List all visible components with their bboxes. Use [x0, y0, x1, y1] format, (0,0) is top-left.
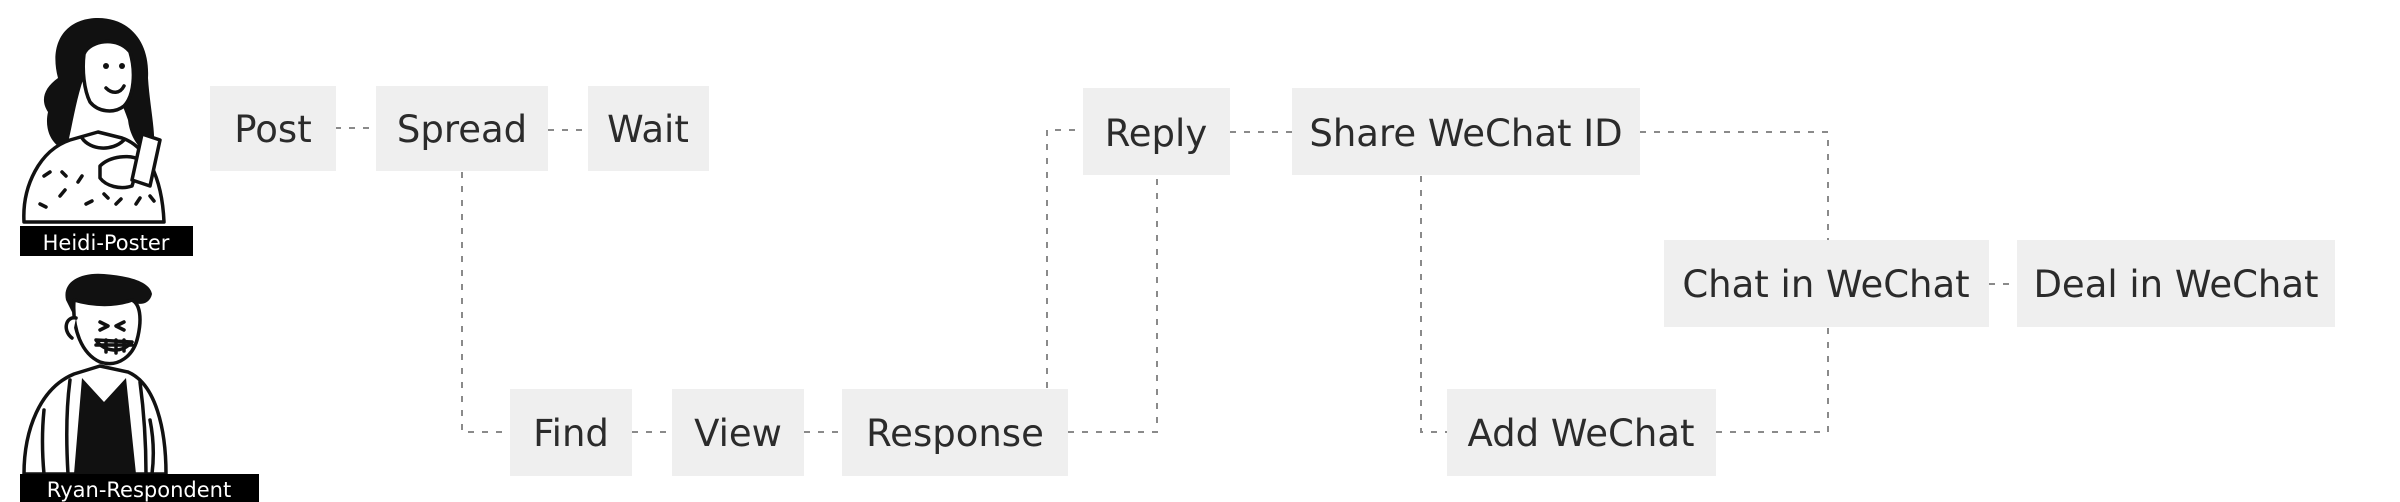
step-share-wechat-id: Share WeChat ID [1292, 88, 1640, 175]
step-find: Find [510, 389, 632, 476]
step-wait: Wait [588, 86, 709, 171]
step-add-wechat: Add WeChat [1447, 389, 1716, 476]
step-reply-label: Reply [1105, 112, 1207, 155]
step-find-label: Find [533, 412, 609, 455]
step-post-label: Post [234, 108, 311, 151]
connector-share-wechat-id-chat [1640, 131, 1829, 240]
connector-spread-find [461, 172, 510, 433]
step-view: View [672, 389, 804, 476]
step-add-wechat-label: Add WeChat [1467, 412, 1694, 455]
step-post: Post [210, 86, 336, 171]
respondent-avatar [22, 273, 168, 476]
connector-response-reply-upper [1046, 129, 1083, 388]
connector-add-wechat-chat [1716, 327, 1829, 433]
connector-share-wechat-id-add-wechat [1420, 176, 1447, 433]
step-chat-in-wechat: Chat in WeChat [1664, 240, 1989, 327]
poster-avatar [22, 18, 166, 224]
connector-response-reply [1068, 175, 1158, 433]
step-response-label: Response [866, 412, 1044, 455]
step-reply: Reply [1083, 88, 1230, 175]
respondent-name-badge: Ryan-Respondent [20, 474, 259, 502]
respondent-name: Ryan-Respondent [47, 478, 231, 502]
step-response: Response [842, 389, 1068, 476]
step-share-wechat-id-label: Share WeChat ID [1309, 112, 1622, 155]
connector-lines [335, 127, 2017, 433]
step-chat-in-wechat-label: Chat in WeChat [1682, 263, 1969, 306]
step-spread: Spread [376, 86, 548, 171]
step-wait-label: Wait [607, 108, 689, 151]
poster-name-badge: Heidi-Poster [20, 226, 193, 256]
step-view-label: View [694, 412, 782, 455]
step-deal-in-wechat-label: Deal in WeChat [2033, 263, 2318, 306]
step-deal-in-wechat: Deal in WeChat [2017, 240, 2335, 327]
poster-name: Heidi-Poster [43, 231, 170, 255]
step-spread-label: Spread [397, 108, 527, 151]
